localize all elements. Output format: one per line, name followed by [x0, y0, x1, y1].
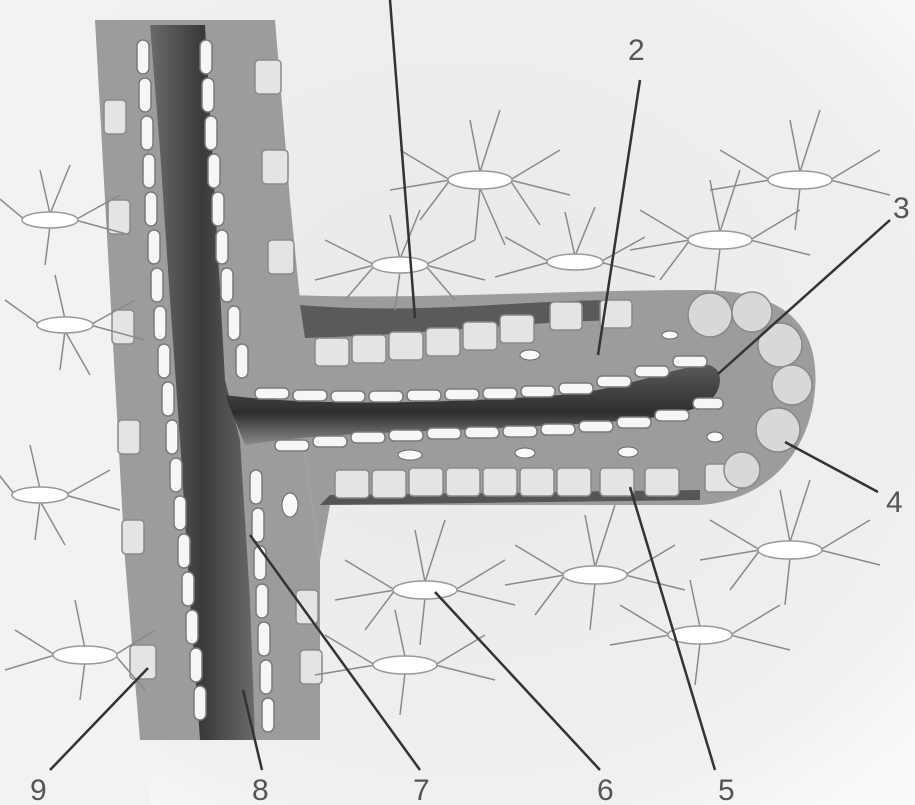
label-8: 8 — [252, 774, 269, 805]
label-7: 7 — [413, 774, 430, 805]
label-2: 2 — [628, 34, 645, 67]
label-5: 5 — [718, 774, 735, 805]
label-3: 3 — [893, 192, 910, 225]
label-4: 4 — [886, 486, 903, 519]
label-9: 9 — [30, 774, 47, 805]
label-6: 6 — [597, 774, 614, 805]
